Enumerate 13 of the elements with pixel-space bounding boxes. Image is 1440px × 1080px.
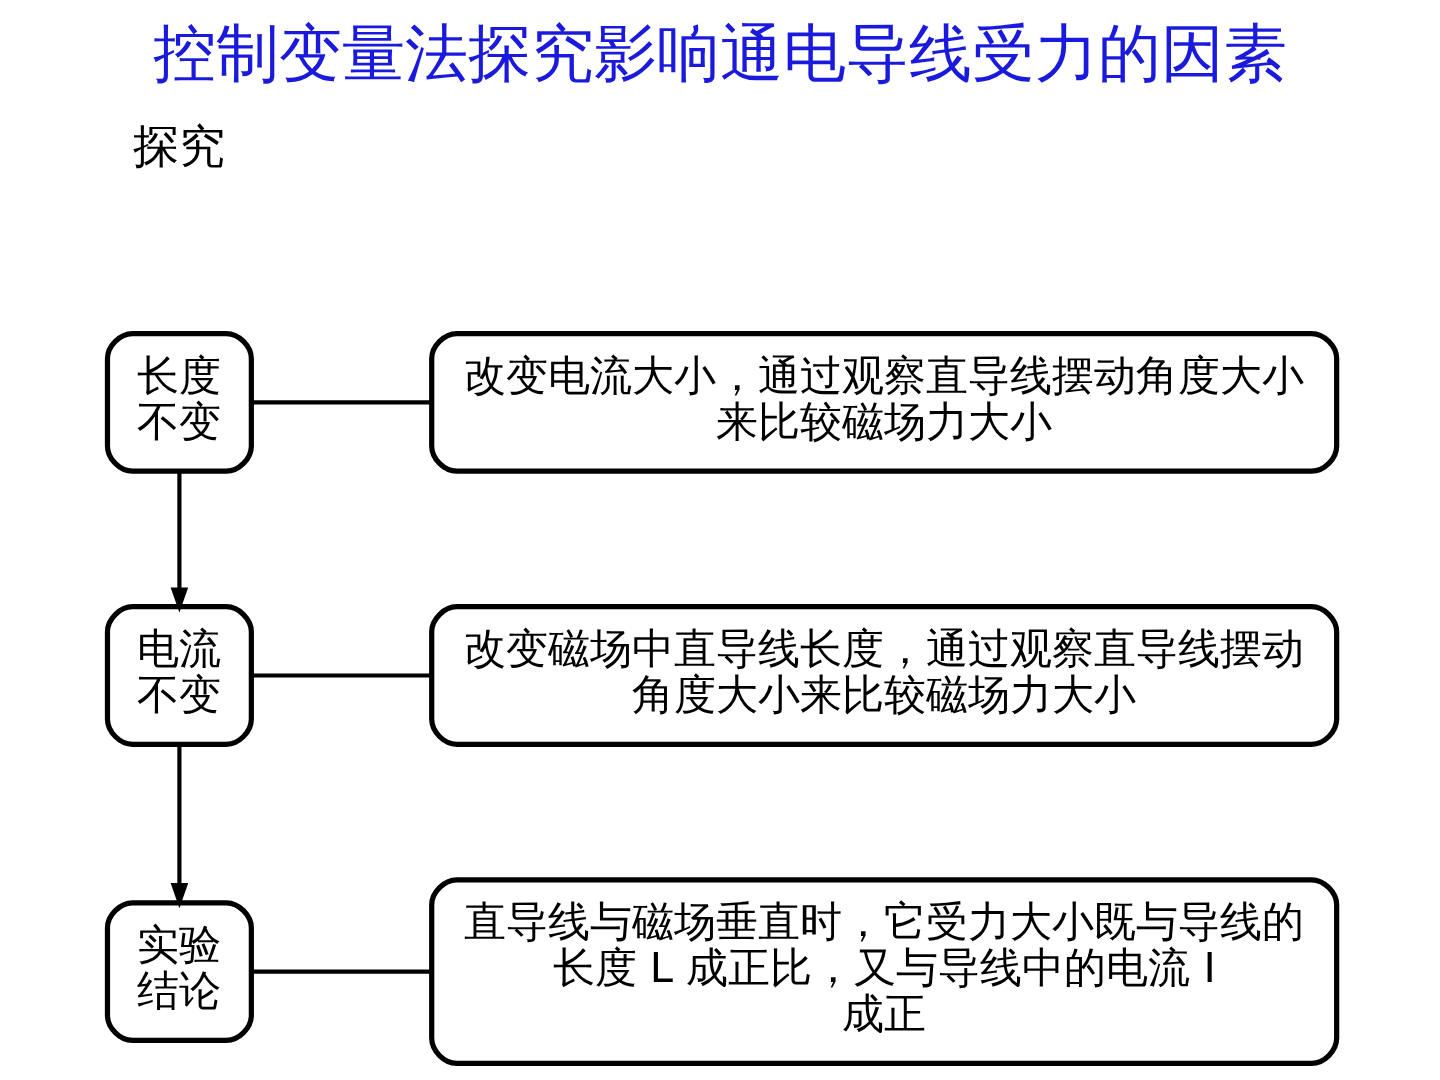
connector (251, 673, 431, 678)
connector (251, 969, 431, 974)
label: 探究 (132, 118, 225, 173)
node-box: 直导线与磁场垂直时，它受力大小既与导线的长度 L 成正比，又与导线中的电流 I 成正 (428, 877, 1339, 1066)
node-box: 电流不变 (104, 604, 254, 747)
node-box: 长度不变 (104, 330, 254, 474)
node-box: 改变磁场中直导线长度，通过观察直导线摆动角度大小来比较磁场力大小 (428, 604, 1339, 747)
arrow (170, 744, 188, 909)
arrow (170, 471, 188, 613)
node-box: 改变电流大小，通过观察直导线摆动角度大小来比较磁场力大小 (428, 330, 1339, 474)
connector (251, 400, 431, 405)
node-box: 实验结论 (104, 900, 254, 1044)
diagram-title: 控制变量法探究影响通电导线受力的因素 (153, 17, 1287, 91)
